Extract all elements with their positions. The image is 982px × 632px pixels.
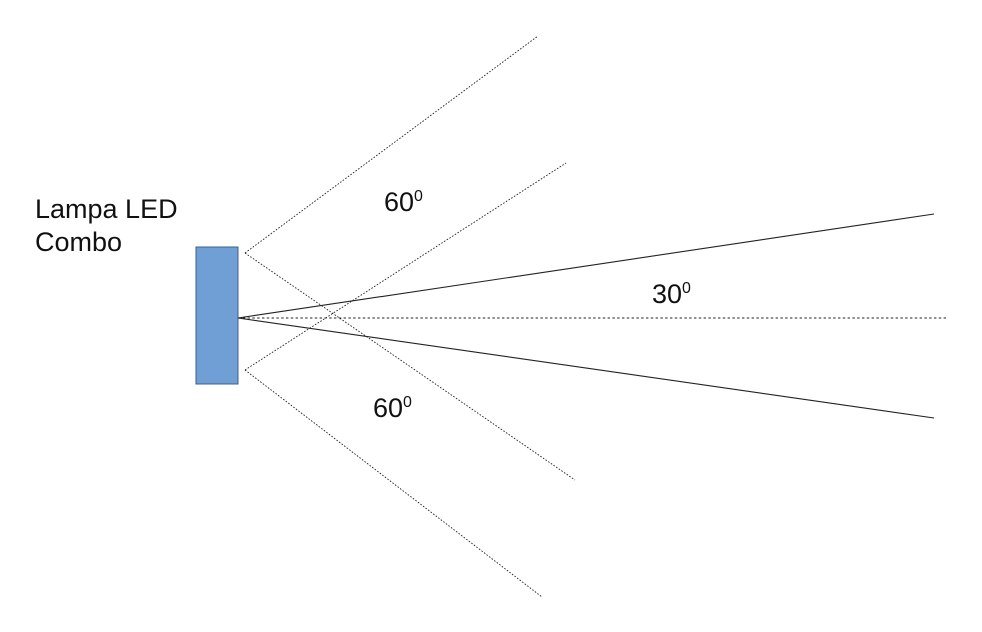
bottom-beam-angle-label: 600	[373, 393, 412, 424]
lamp-label: Lampa LED Combo	[35, 193, 178, 259]
lamp-body	[195, 246, 239, 385]
center-beam-upper-edge	[237, 213, 935, 319]
lamp-label-line2: Combo	[35, 227, 123, 257]
top-beam-angle-value: 60	[384, 187, 415, 217]
center-beam-angle-superscript: 0	[682, 280, 691, 297]
bottom-beam-upper-edge	[244, 162, 567, 371]
top-beam-lower-edge	[244, 252, 576, 481]
bottom-beam-angle-value: 60	[373, 393, 404, 423]
bottom-beam-lower-edge	[244, 369, 543, 598]
top-beam-upper-edge	[244, 35, 539, 254]
bottom-beam-angle-superscript: 0	[403, 394, 412, 411]
top-beam-angle-superscript: 0	[414, 188, 423, 205]
top-beam-angle-label: 600	[384, 187, 423, 218]
lamp-label-line1: Lampa LED	[35, 194, 178, 224]
center-beam-lower-edge	[237, 317, 935, 419]
center-beam-angle-value: 30	[652, 279, 683, 309]
center-beam-angle-label: 300	[652, 279, 691, 310]
